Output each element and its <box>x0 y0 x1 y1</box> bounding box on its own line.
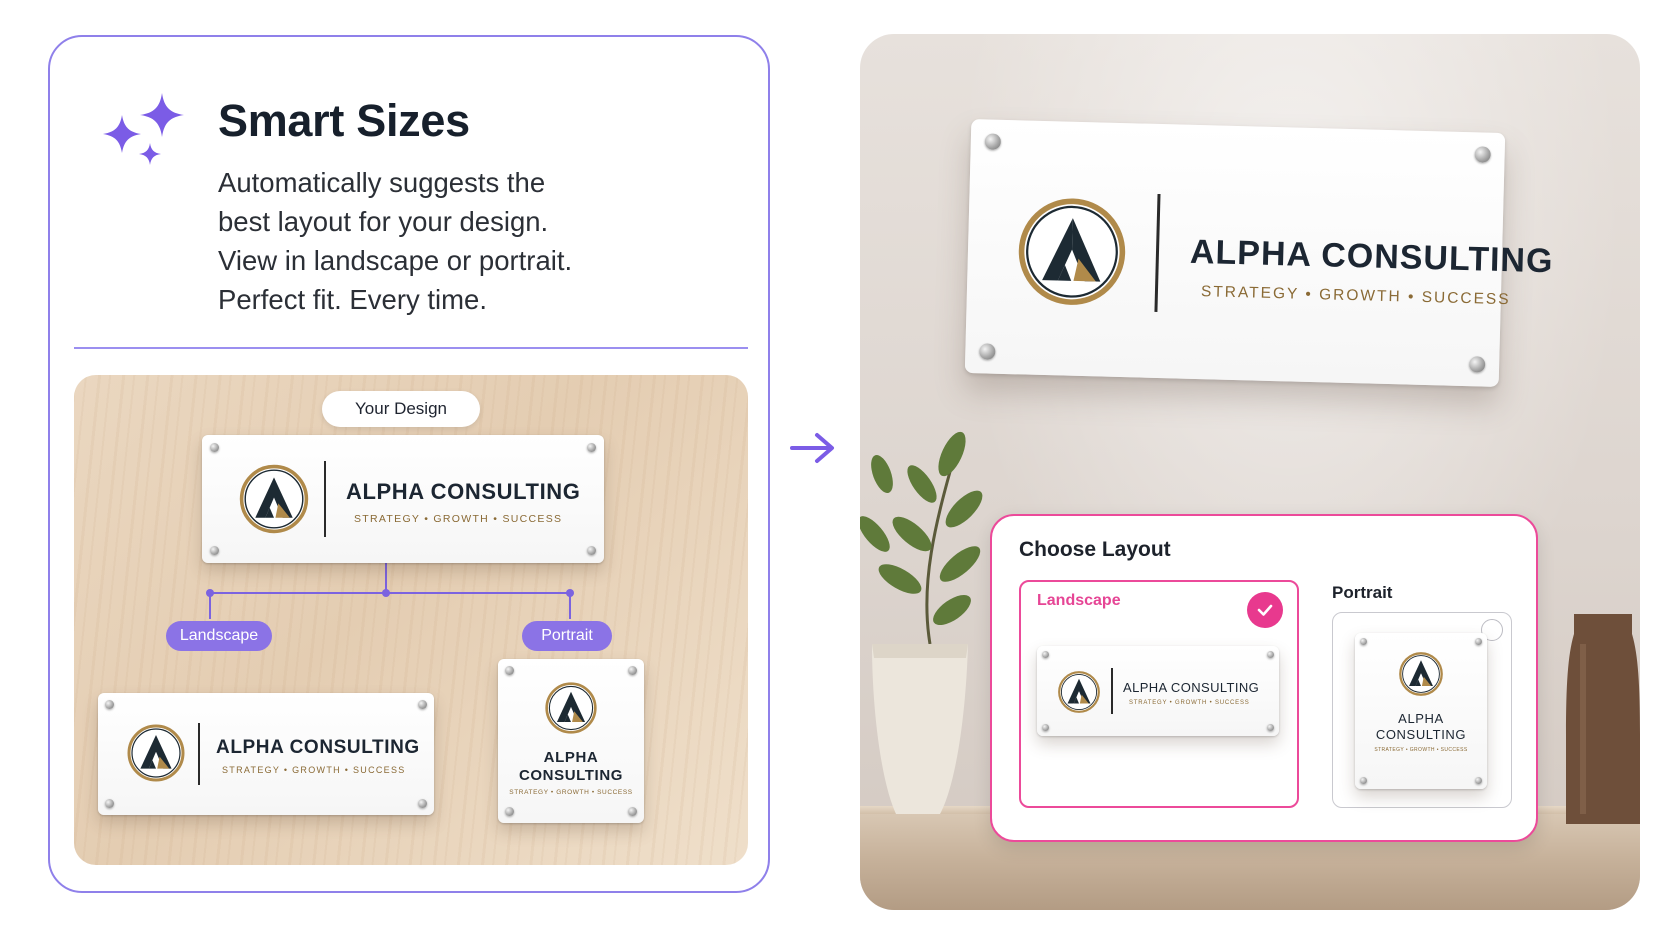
screw <box>1360 638 1367 645</box>
feature-description: Automatically suggests the best layout f… <box>218 163 572 319</box>
alpha-logo-icon <box>127 724 185 782</box>
choose-layout-title: Choose Layout <box>1019 538 1171 561</box>
landscape-option[interactable]: Landscape ALP <box>1019 580 1299 808</box>
choose-layout-panel: Choose Layout Landscape <box>990 514 1538 842</box>
screw <box>418 799 427 808</box>
brand-tagline: STRATEGY • GROWTH • SUCCESS <box>1200 283 1511 309</box>
sign-divider <box>1111 668 1113 714</box>
description-line: Perfect fit. Every time. <box>218 284 487 315</box>
your-design-sign: ALPHA CONSULTING STRATEGY • GROWTH • SUC… <box>202 435 604 563</box>
screw <box>1475 777 1482 784</box>
wall-sign: ALPHA CONSULTING STRATEGY • GROWTH • SUC… <box>964 119 1554 387</box>
screw <box>210 546 219 555</box>
landscape-option-label: Landscape <box>1037 592 1121 609</box>
screw <box>1474 146 1491 163</box>
brand-tagline: STRATEGY • GROWTH • SUCCESS <box>222 765 406 775</box>
screw <box>210 443 219 452</box>
screw <box>1042 724 1049 731</box>
alpha-logo-icon <box>1018 198 1126 305</box>
portrait-option-label: Portrait <box>1332 583 1393 602</box>
screw <box>1267 724 1274 731</box>
screw <box>105 799 114 808</box>
sparkle-icon <box>103 93 184 165</box>
brand-name-line2: CONSULTING <box>1375 727 1467 742</box>
screw <box>1468 356 1486 373</box>
portrait-option[interactable]: ALPHA CONSULTING STRATEGY • GROWTH • SUC… <box>1332 612 1512 808</box>
portrait-tag: Portrait <box>522 621 612 651</box>
alpha-logo-icon <box>1058 671 1100 713</box>
brand-name-line2: CONSULTING <box>518 767 624 784</box>
check-icon <box>1257 604 1273 616</box>
sign-mockup-photo: ALPHA CONSULTING STRATEGY • GROWTH • SUC… <box>860 34 1640 910</box>
portrait-sign: ALPHA CONSULTING STRATEGY • GROWTH • SUC… <box>498 659 644 823</box>
screw <box>105 700 114 709</box>
brand-name: ALPHA CONSULTING <box>1123 680 1260 695</box>
description-line: best layout for your design. <box>218 206 549 237</box>
brand-name: ALPHA CONSULTING <box>1189 232 1554 281</box>
landscape-tag: Landscape <box>166 621 272 651</box>
screw <box>1267 651 1274 658</box>
brand-tagline: STRATEGY • GROWTH • SUCCESS <box>509 789 633 796</box>
alpha-logo-icon <box>545 682 597 734</box>
landscape-sign: ALPHA CONSULTING STRATEGY • GROWTH • SUC… <box>98 693 434 815</box>
layout-connector <box>206 563 574 619</box>
brand-tagline: STRATEGY • GROWTH • SUCCESS <box>354 513 563 525</box>
screw <box>628 666 637 675</box>
your-design-label: Your Design <box>322 391 480 427</box>
sign-divider <box>198 723 200 785</box>
smart-sizes-card: Smart Sizes Automatically suggests the b… <box>48 35 770 893</box>
screw <box>418 700 427 709</box>
description-line: View in landscape or portrait. <box>218 245 573 276</box>
screw <box>1360 777 1367 784</box>
description-line: Automatically suggests the <box>218 167 546 198</box>
sign-divider <box>1154 193 1161 312</box>
sign-divider <box>324 461 326 537</box>
plant-icon <box>860 431 983 814</box>
feature-title: Smart Sizes <box>218 95 470 146</box>
screw <box>1475 638 1482 645</box>
brand-name: ALPHA CONSULTING <box>216 737 420 758</box>
brand-tagline: STRATEGY • GROWTH • SUCCESS <box>1374 747 1468 753</box>
landscape-preview-sign: ALPHA CONSULTING STRATEGY • GROWTH • SUC… <box>1037 646 1279 736</box>
vase-icon <box>1566 614 1640 824</box>
portrait-radio[interactable] <box>1481 619 1503 641</box>
brand-name: ALPHA CONSULTING <box>346 479 581 504</box>
screw <box>587 546 596 555</box>
screw <box>587 443 596 452</box>
brand-tagline: STRATEGY • GROWTH • SUCCESS <box>1129 700 1250 706</box>
screw <box>505 807 514 816</box>
section-divider <box>74 347 748 349</box>
screw <box>628 807 637 816</box>
layout-diagram: Your Design ALPHA CONSULTING STRATEGY • … <box>74 375 748 865</box>
brand-name-line1: ALPHA <box>1398 711 1444 726</box>
screw <box>505 666 514 675</box>
arrow-right-icon <box>790 433 834 463</box>
selected-check <box>1247 592 1283 628</box>
screw <box>984 133 1002 150</box>
portrait-preview-sign: ALPHA CONSULTING STRATEGY • GROWTH • SUC… <box>1355 633 1487 789</box>
brand-name-line1: ALPHA <box>543 749 599 766</box>
alpha-logo-icon <box>239 464 309 534</box>
screw <box>979 343 996 360</box>
alpha-logo-icon <box>1399 652 1443 696</box>
screw <box>1042 651 1049 658</box>
